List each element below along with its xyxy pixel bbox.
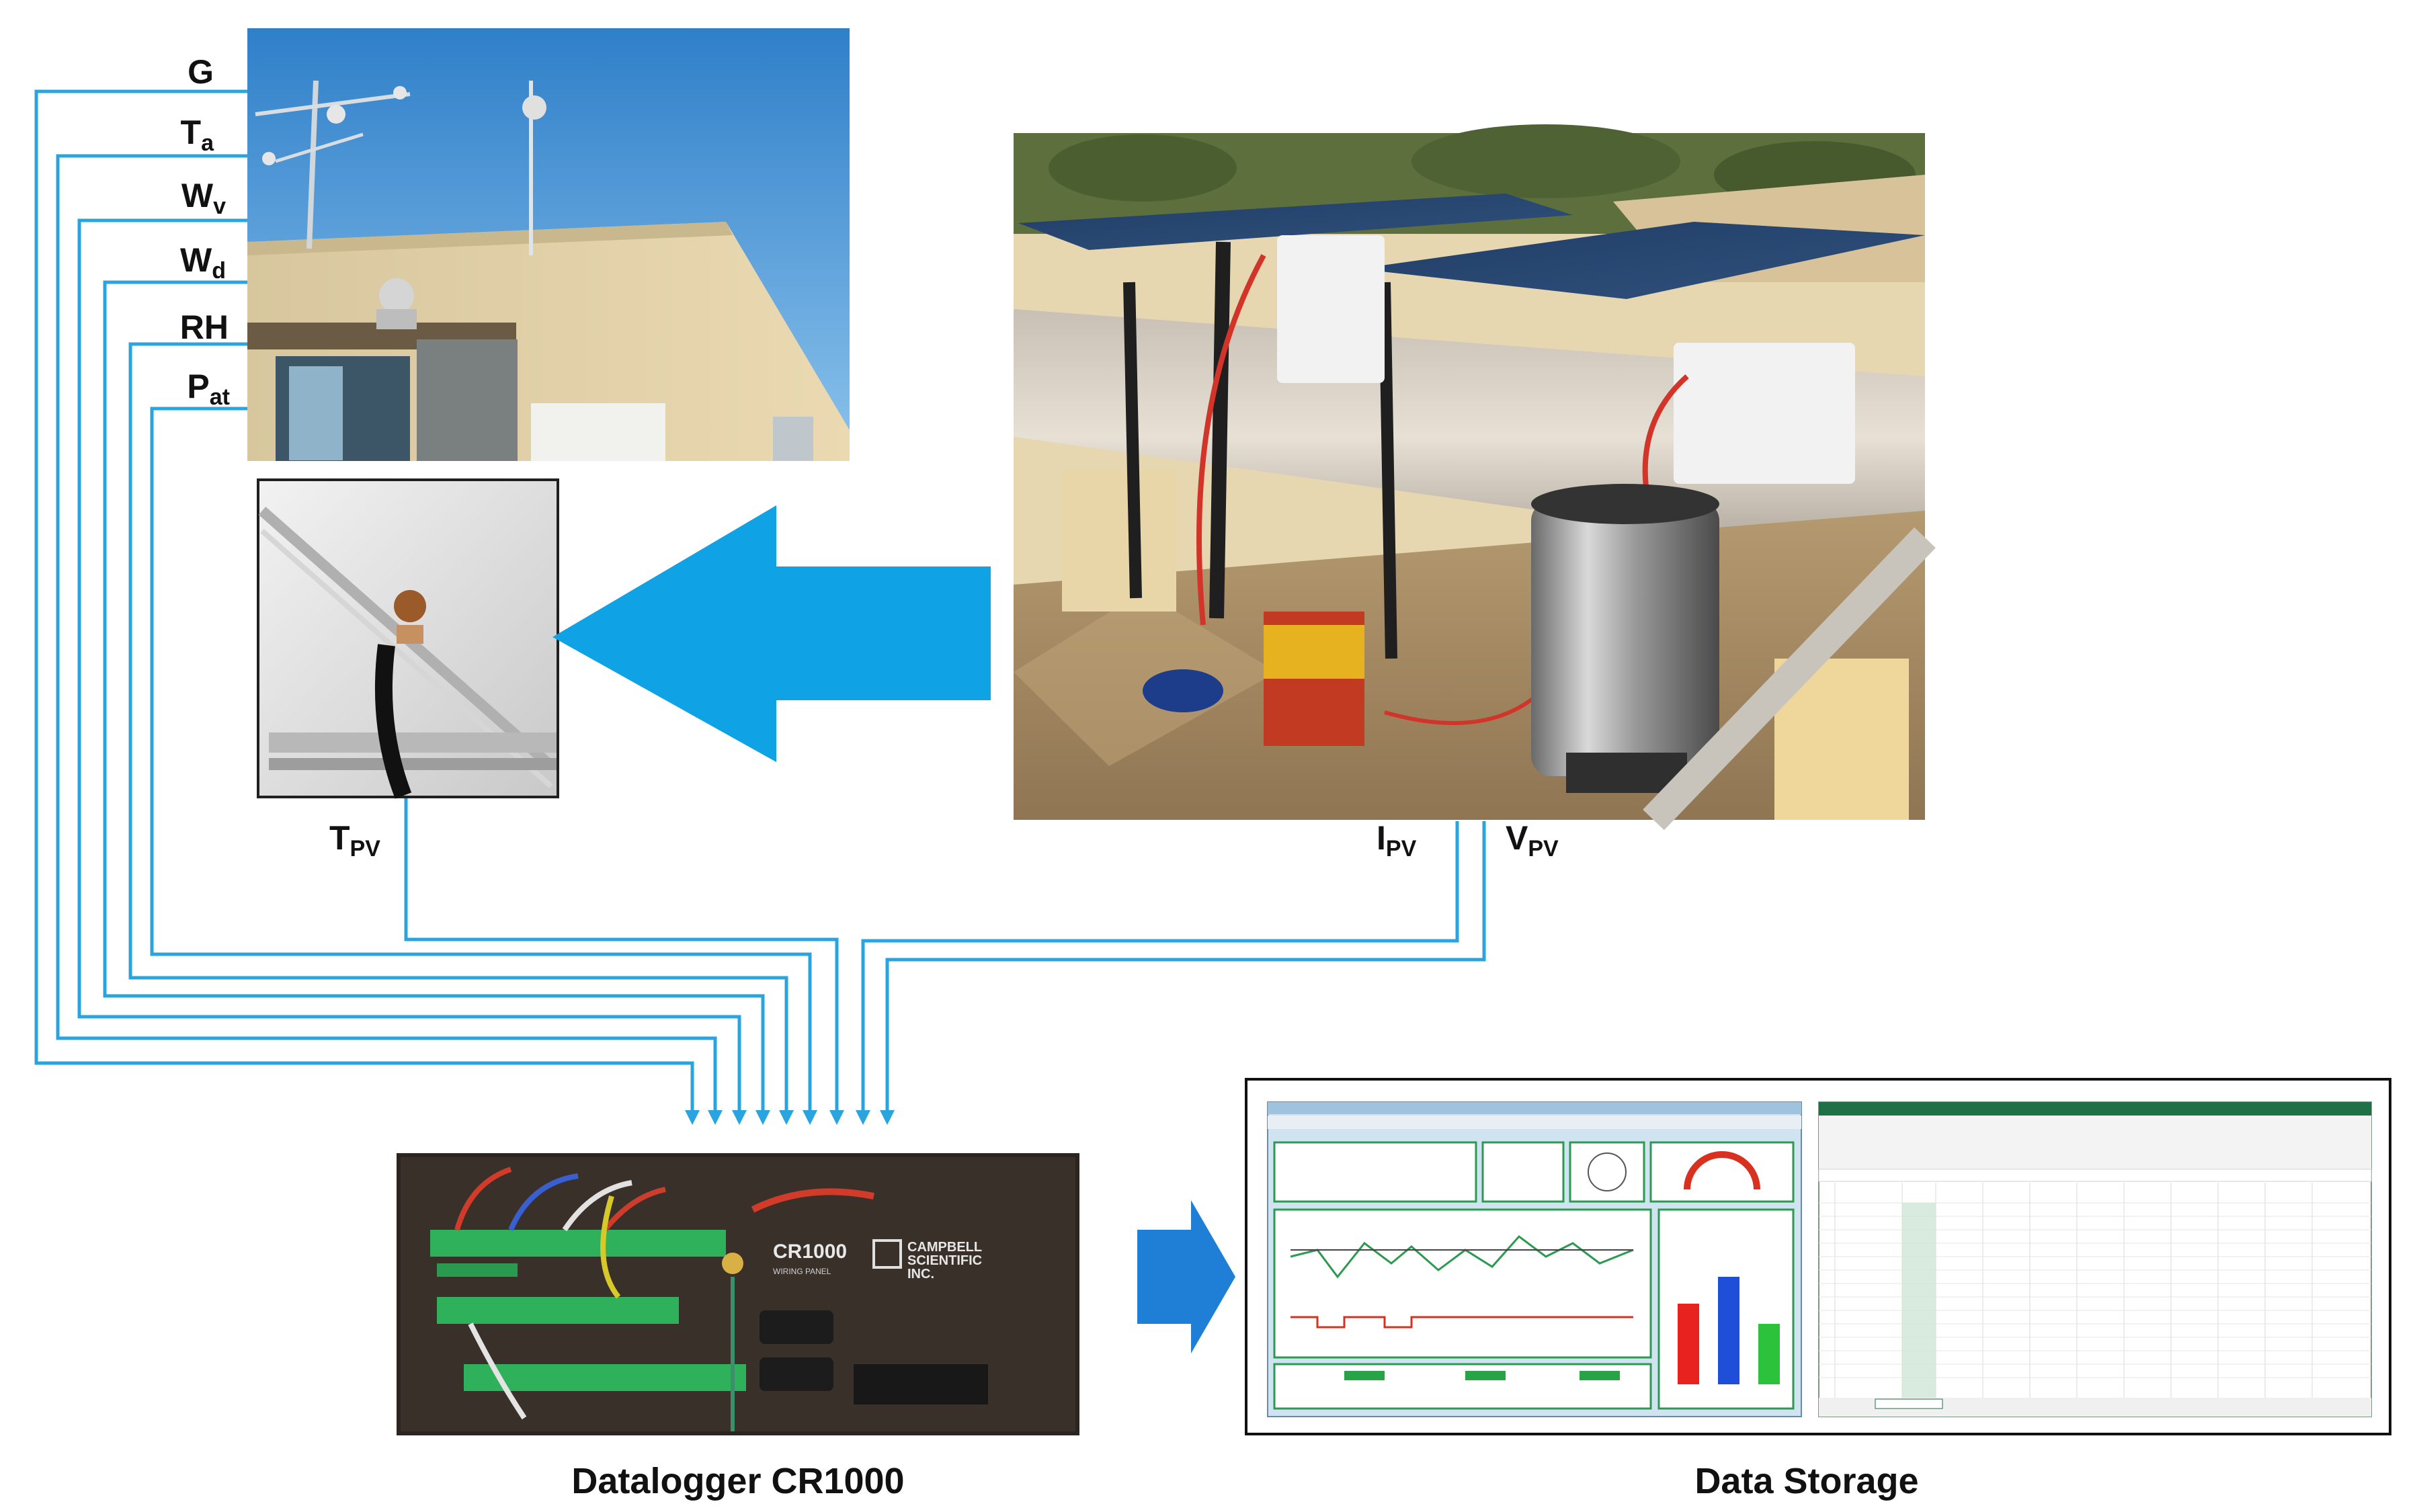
svg-text:SCIENTIFIC: SCIENTIFIC: [907, 1253, 982, 1268]
label-tpv: TPV: [329, 819, 380, 862]
label-rh: RH: [180, 308, 229, 346]
weather-station-photo: [247, 28, 850, 461]
spreadsheet-window: [1818, 1101, 2372, 1417]
wire-arrowheads: [685, 1110, 895, 1125]
left-arrow-icon: [552, 505, 991, 762]
right-arrow-icon: [1137, 1200, 1235, 1353]
label-wv: Wv: [181, 177, 226, 219]
sensor-wiring: [34, 89, 1486, 1110]
datalogger-model-text: CR1000: [773, 1241, 847, 1263]
data-storage-caption: Data Storage: [1694, 1461, 1918, 1501]
label-pat: Pat: [187, 368, 230, 410]
datalogger-subtitle-text: WIRING PANEL: [773, 1267, 831, 1276]
label-wd: Wd: [180, 241, 226, 284]
pv-system-photo: [1014, 124, 1936, 831]
monitoring-software-window: [1267, 1101, 1802, 1417]
svg-text:CAMPBELL: CAMPBELL: [907, 1240, 982, 1255]
label-ipv: IPV: [1377, 819, 1417, 862]
svg-text:INC.: INC.: [907, 1267, 934, 1282]
campbell-logo: CAMPBELL SCIENTIFIC INC.: [872, 1239, 982, 1282]
datalogger-caption: Datalogger CR1000: [571, 1461, 904, 1501]
label-g: G: [188, 53, 214, 91]
datalogger-photo: [397, 1153, 1079, 1435]
label-vpv: VPV: [1506, 819, 1559, 862]
pv-temperature-sensor-photo: [257, 478, 559, 799]
label-ta: Ta: [181, 114, 215, 156]
data-storage-screens: [1245, 1078, 2391, 1435]
